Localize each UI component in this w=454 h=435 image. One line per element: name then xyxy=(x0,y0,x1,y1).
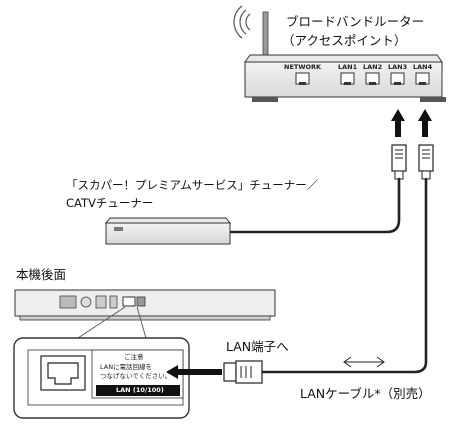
lan-cable xyxy=(229,177,428,374)
notice-line1: LANに電話回線を xyxy=(100,363,153,371)
router-antenna xyxy=(262,11,269,59)
notice-line2: つなげないでください。 xyxy=(100,372,172,380)
lan-plug-icon xyxy=(391,144,407,180)
up-arrow-icon xyxy=(391,109,405,137)
lan-terminal-label: LAN端子へ xyxy=(226,339,289,354)
lan-plug-icon xyxy=(418,144,434,180)
lan1-port-label: LAN1 xyxy=(338,63,358,71)
router-lan-port-3 xyxy=(390,72,405,85)
lan3-port-label: LAN3 xyxy=(388,63,408,71)
router-lan-port-1 xyxy=(340,72,355,85)
router-network-port xyxy=(295,72,310,85)
lan2-port-label: LAN2 xyxy=(363,63,383,71)
up-arrow-icon xyxy=(418,109,432,137)
notice-title: ご注意 xyxy=(124,353,144,361)
zoom-callout-lines xyxy=(77,306,147,339)
router-lan-port-2 xyxy=(365,72,380,85)
lan-plug-icon xyxy=(223,360,263,384)
cable-label: LANケーブル*（別売） xyxy=(300,386,431,401)
wireless-signal-icon xyxy=(233,5,251,39)
main-unit-rear-panel xyxy=(14,289,276,321)
left-arrow-icon xyxy=(166,365,222,379)
tuner-label-line1: 「スカパー！プレミアムサービス」チューナー／ xyxy=(66,178,319,192)
network-port-label: NETWORK xyxy=(284,63,322,71)
main-unit-label: 本機後面 xyxy=(16,267,67,282)
lan-port-zoom-panel xyxy=(13,337,190,419)
router-label-line2: （アクセスポイント） xyxy=(282,33,407,48)
tuner-label-line2: CATVチューナー xyxy=(66,196,154,210)
router-label-line1: ブロードバンドルーター xyxy=(286,14,425,29)
tuner-device xyxy=(104,217,232,245)
lan4-port-label: LAN4 xyxy=(413,63,433,71)
router-lan-port-4 xyxy=(415,72,430,85)
double-arrow-icon xyxy=(343,356,385,368)
lan-port-label: LAN (10/100) xyxy=(116,386,164,394)
